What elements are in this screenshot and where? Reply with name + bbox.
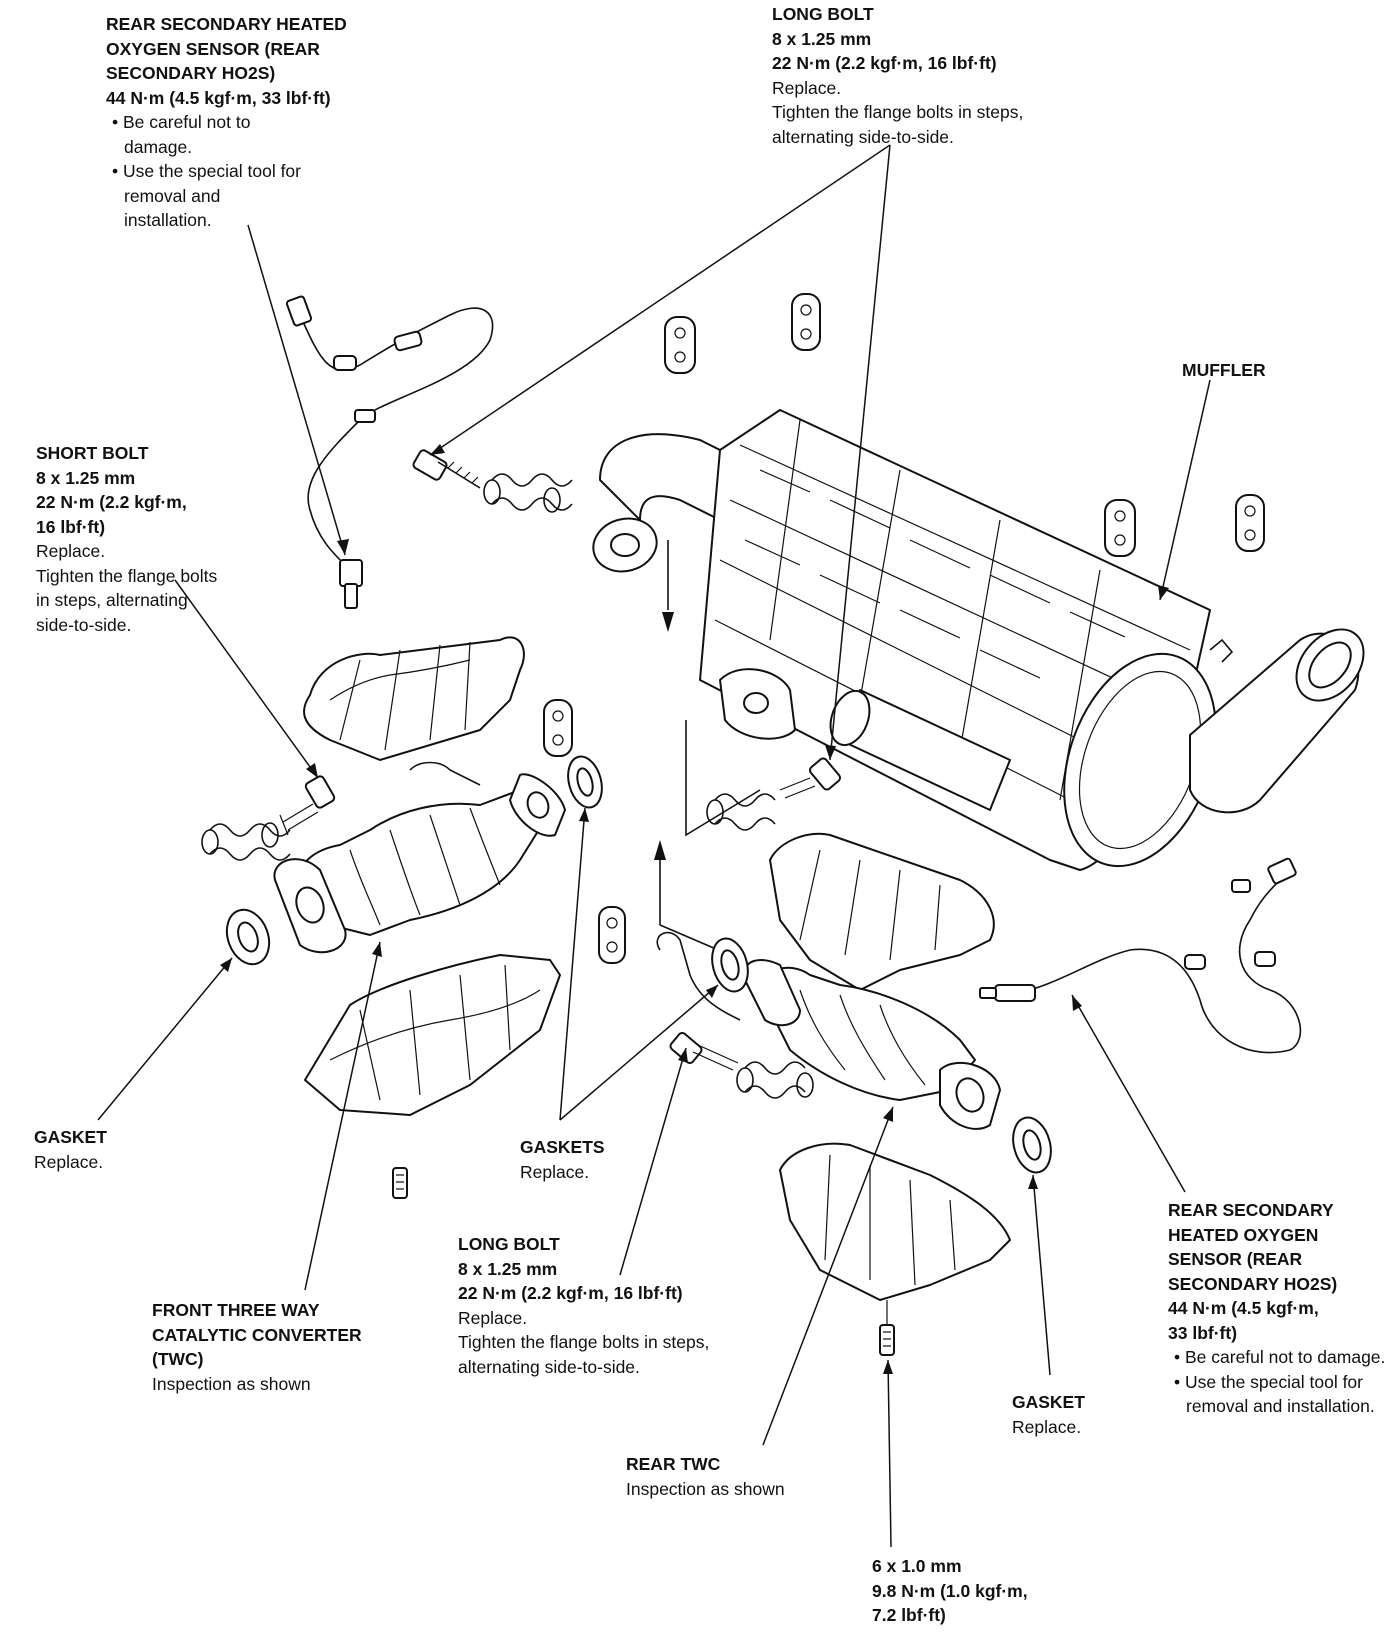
callout-title: SHORT BOLT <box>36 443 149 463</box>
callout-note: in steps, alternating <box>36 590 188 610</box>
callout-title: GASKET <box>1012 1392 1085 1412</box>
rear-twc-assembly <box>656 757 1052 1356</box>
callout-action: Replace. <box>34 1151 104 1172</box>
callout-rear-sensor-bottom: REAR SECONDARY HEATED OXYGEN SENSOR (REA… <box>1168 1198 1388 1419</box>
callout-size: 8 x 1.25 mm <box>458 1258 558 1279</box>
callout-torque: 22 N·m (2.2 kgf·m, 16 lbf·ft) <box>458 1283 683 1303</box>
callout-title-line: CATALYTIC CONVERTER <box>152 1324 362 1345</box>
callout-action: Replace. <box>458 1307 528 1328</box>
callout-rear-sensor-top: REAR SECONDARY HEATED OXYGEN SENSOR (REA… <box>106 12 436 233</box>
callout-title-line: HEATED OXYGEN <box>1168 1224 1319 1245</box>
callout-title-line: (TWC) <box>152 1349 204 1369</box>
top-long-bolt-and-spring <box>412 449 573 513</box>
callout-note: • Be careful not to damage. <box>1174 1347 1386 1367</box>
callout-torque: 33 lbf·ft) <box>1168 1322 1238 1343</box>
callout-short-bolt: SHORT BOLT 8 x 1.25 mm 22 N·m (2.2 kgf·m… <box>36 441 276 637</box>
callout-title-line: SENSOR (REAR <box>1168 1249 1303 1269</box>
callout-torque: 22 N·m (2.2 kgf·m, 16 lbf·ft) <box>772 53 997 73</box>
callout-note: • Use the special tool for removal and i… <box>1174 1371 1375 1417</box>
callout-gasket-left: GASKET Replace. <box>34 1125 107 1174</box>
rear-oxygen-sensor-upper <box>285 295 494 609</box>
callout-torque: 22 N·m (2.2 kgf·m, <box>36 492 187 512</box>
muffler <box>592 409 1365 871</box>
callout-gasket-right: GASKET Replace. <box>1012 1390 1085 1439</box>
callout-torque: 7.2 lbf·ft) <box>872 1605 946 1625</box>
callout-note: Tighten the flange bolts in steps, <box>772 102 1024 122</box>
callout-note: alternating side-to-side. <box>458 1356 640 1377</box>
callout-title-line: SECONDARY HO2S) <box>106 63 276 83</box>
callout-torque: 44 N·m (4.5 kgf·m, 33 lbf·ft) <box>106 87 331 108</box>
callout-rear-twc: REAR TWC Inspection as shown <box>626 1452 785 1501</box>
callout-title-line: OXYGEN SENSOR (REAR <box>106 38 320 59</box>
callout-size: 8 x 1.25 mm <box>36 467 136 488</box>
callout-note: • Use the special tool for removal and i… <box>112 161 301 230</box>
callout-action: Replace. <box>36 541 106 561</box>
callout-note: Tighten the flange bolts in steps, <box>458 1332 710 1352</box>
callout-long-bolt-bottom: LONG BOLT 8 x 1.25 mm 22 N·m (2.2 kgf·m,… <box>458 1232 818 1379</box>
leader-lines <box>97 144 1211 1548</box>
callout-note: Inspection as shown <box>152 1373 311 1394</box>
callout-action: Replace. <box>772 77 842 98</box>
callout-title-line: SECONDARY HO2S) <box>1168 1273 1338 1294</box>
callout-front-twc: FRONT THREE WAY CATALYTIC CONVERTER (TWC… <box>152 1298 452 1396</box>
callout-torque: 44 N·m (4.5 kgf·m, <box>1168 1298 1319 1318</box>
callout-gaskets-center: GASKETS Replace. <box>520 1135 605 1184</box>
callout-small-bolt: 6 x 1.0 mm 9.8 N·m (1.0 kgf·m, 7.2 lbf·f… <box>872 1554 1132 1628</box>
callout-title: REAR TWC <box>626 1454 721 1474</box>
hanger-rubbers <box>543 293 1265 964</box>
callout-size: 8 x 1.25 mm <box>772 28 872 49</box>
callout-note: • Be careful not to damage. <box>112 112 251 157</box>
callout-note: alternating side-to-side. <box>772 126 954 147</box>
callout-title: MUFFLER <box>1182 360 1266 380</box>
callout-torque: 9.8 N·m (1.0 kgf·m, <box>872 1580 1028 1601</box>
callout-note: Inspection as shown <box>626 1478 785 1499</box>
callout-action: Replace. <box>520 1161 590 1182</box>
callout-title-line: REAR SECONDARY HEATED <box>106 14 347 34</box>
callout-note: Tighten the flange bolts <box>36 565 218 586</box>
callout-title-line: REAR SECONDARY <box>1168 1200 1334 1220</box>
callout-torque: 16 lbf·ft) <box>36 516 106 537</box>
callout-note: side-to-side. <box>36 614 132 635</box>
callout-title-line: FRONT THREE WAY <box>152 1300 320 1320</box>
callout-muffler: MUFFLER <box>1182 358 1266 383</box>
callout-title: LONG BOLT <box>772 4 874 24</box>
callout-size: 6 x 1.0 mm <box>872 1556 962 1576</box>
callout-title: GASKET <box>34 1127 107 1147</box>
callout-action: Replace. <box>1012 1416 1082 1437</box>
rear-oxygen-sensor-lower <box>979 857 1302 1054</box>
callout-long-bolt-top: LONG BOLT 8 x 1.25 mm 22 N·m (2.2 kgf·m,… <box>772 2 1132 149</box>
callout-title: GASKETS <box>520 1137 605 1157</box>
callout-title: LONG BOLT <box>458 1234 560 1254</box>
